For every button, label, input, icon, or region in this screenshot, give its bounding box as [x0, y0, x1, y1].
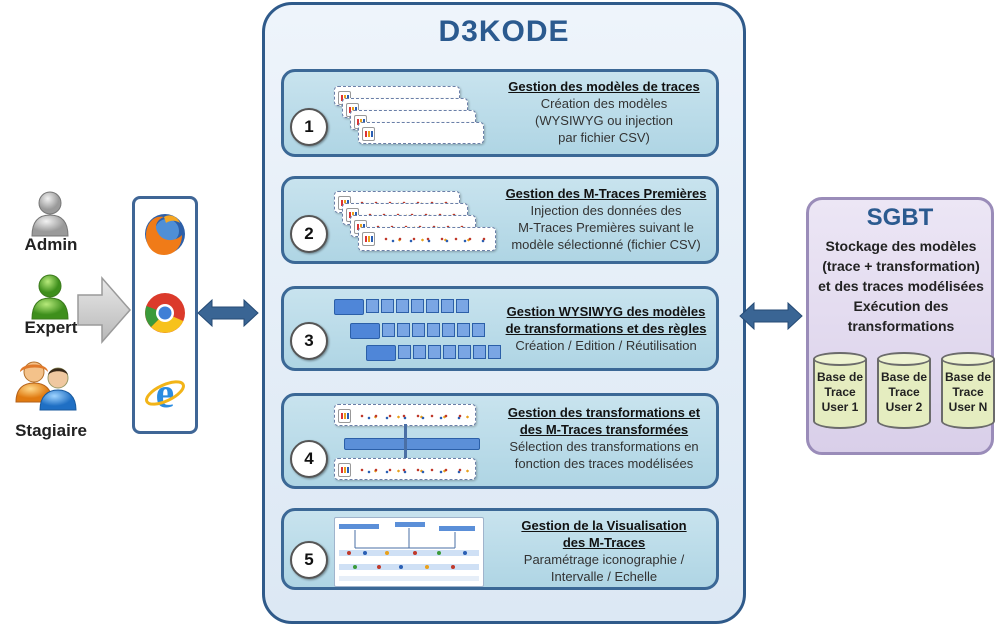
trace-thumbnail	[358, 122, 484, 144]
database-label: Base de Trace User 2	[877, 370, 931, 415]
database-label-line: User N	[948, 400, 988, 414]
green-user-icon	[31, 274, 69, 320]
module-5-title: des M-Traces	[562, 535, 646, 550]
internet-explorer-icon[interactable]: e	[143, 369, 187, 415]
trace-thumbnail	[334, 458, 476, 480]
d3kode-sgbt-double-arrow	[739, 301, 803, 331]
module-4-text: Gestion des transformations et des M-Tra…	[490, 404, 718, 472]
firefox-icon[interactable]	[142, 211, 188, 257]
step-number-4: 4	[290, 440, 328, 478]
transformation-connector	[344, 438, 480, 450]
sgbt-description: Stockage des modèles (trace + transforma…	[811, 236, 991, 336]
database-label-line: User 1	[821, 400, 859, 414]
sgbt-line: Exécution des	[853, 298, 949, 314]
module-4-line: fonction des traces modélisées	[514, 456, 694, 471]
module-1-title: Gestion des modèles de traces	[508, 79, 700, 94]
step-number-1: 1	[290, 108, 328, 146]
module-5-text: Gestion de la Visualisation des M-Traces…	[490, 517, 718, 585]
module-4-line: Sélection des transformations en	[509, 439, 699, 454]
module-wysiwyg-transformations[interactable]: 3 Gestion WYSIWYG des modèles de transfo…	[281, 286, 719, 371]
sgbt-line: et des traces modélisées	[818, 278, 984, 294]
sgbt-panel: SGBT Stockage des modèles (trace + trans…	[806, 197, 995, 455]
database-label: Base de Trace User N	[941, 370, 995, 415]
visualisation-thumbnail	[334, 517, 484, 587]
trace-thumbnail	[358, 227, 496, 251]
transformation-rule-row	[334, 299, 469, 315]
module-5-line: Paramétrage iconographie /	[523, 552, 685, 567]
database-user-2[interactable]: Base de Trace User 2	[877, 352, 931, 434]
transformation-rule-row	[366, 345, 501, 361]
transformation-connector	[404, 424, 407, 464]
database-label-line: Base de	[944, 370, 992, 384]
database-label-line: Trace	[824, 385, 856, 399]
d3kode-panel: D3KODE 1 Gestion des modèles de traces C…	[262, 2, 746, 624]
module-2-line: M-Traces Premières suivant le	[518, 220, 694, 235]
trace-thumbnail	[334, 404, 476, 426]
module-2-line: modèle sélectionné (fichier CSV)	[511, 237, 701, 252]
module-visualisation[interactable]: 5 Gestion de la Visualisation des M-Trac…	[281, 508, 719, 590]
sgbt-line: (trace + transformation)	[822, 258, 980, 274]
module-1-text: Gestion des modèles de traces Création d…	[490, 78, 718, 146]
module-3-title: de transformations et des règles	[505, 321, 707, 336]
sgbt-line: transformations	[847, 318, 955, 334]
module-1-line: par fichier CSV)	[558, 130, 650, 145]
module-1-line: (WYSIWYG ou injection	[535, 113, 673, 128]
browser-panel: e	[132, 196, 198, 434]
module-3-title: Gestion WYSIWYG des modèles	[506, 304, 706, 319]
module-4-title: des M-Traces transformées	[519, 422, 689, 437]
database-label-line: Base de	[816, 370, 864, 384]
browser-d3kode-double-arrow	[197, 298, 259, 328]
step-number-5: 5	[290, 541, 328, 579]
module-2-title: Gestion des M-Traces Premières	[505, 186, 707, 201]
module-3-line: Création / Edition / Réutilisation	[515, 338, 697, 353]
database-label-line: User 2	[885, 400, 923, 414]
module-2-line: Injection des données des	[530, 203, 682, 218]
module-2-text: Gestion des M-Traces Premières Injection…	[494, 185, 718, 253]
module-5-title: Gestion de la Visualisation	[521, 518, 687, 533]
step-number-3: 3	[290, 322, 328, 360]
users-to-browser-arrow	[77, 276, 131, 344]
database-label-line: Trace	[952, 385, 984, 399]
database-user-n[interactable]: Base de Trace User N	[941, 352, 995, 434]
module-5-line: Intervalle / Echelle	[550, 569, 658, 584]
transformation-rule-row	[350, 323, 485, 339]
module-transformed-mtraces[interactable]: 4 Gestion des transformations et des M-T…	[281, 393, 719, 489]
svg-text:e: e	[156, 371, 175, 415]
module-3-text: Gestion WYSIWYG des modèles de transform…	[494, 303, 718, 354]
chrome-icon[interactable]	[142, 290, 188, 336]
module-first-mtraces[interactable]: 2 Gestion des M-Traces Premières Injecti…	[281, 176, 719, 264]
module-1-line: Création des modèles	[540, 96, 668, 111]
user-label-admin: Admin	[24, 235, 78, 254]
database-label-line: Trace	[888, 385, 920, 399]
sgbt-line: Stockage des modèles	[825, 238, 977, 254]
d3kode-title: D3KODE	[438, 15, 570, 48]
database-label: Base de Trace User 1	[813, 370, 867, 415]
module-4-title: Gestion des transformations et	[507, 405, 701, 420]
group-users-icon	[15, 361, 77, 411]
step-number-2: 2	[290, 215, 328, 253]
module-trace-models[interactable]: 1 Gestion des modèles de traces Création…	[281, 69, 719, 157]
gray-user-icon	[31, 191, 69, 237]
database-user-1[interactable]: Base de Trace User 1	[813, 352, 867, 434]
user-label-stagiaire: Stagiaire	[15, 421, 87, 440]
sgbt-title: SGBT	[866, 204, 934, 231]
user-label-expert: Expert	[24, 318, 78, 337]
database-label-line: Base de	[880, 370, 928, 384]
